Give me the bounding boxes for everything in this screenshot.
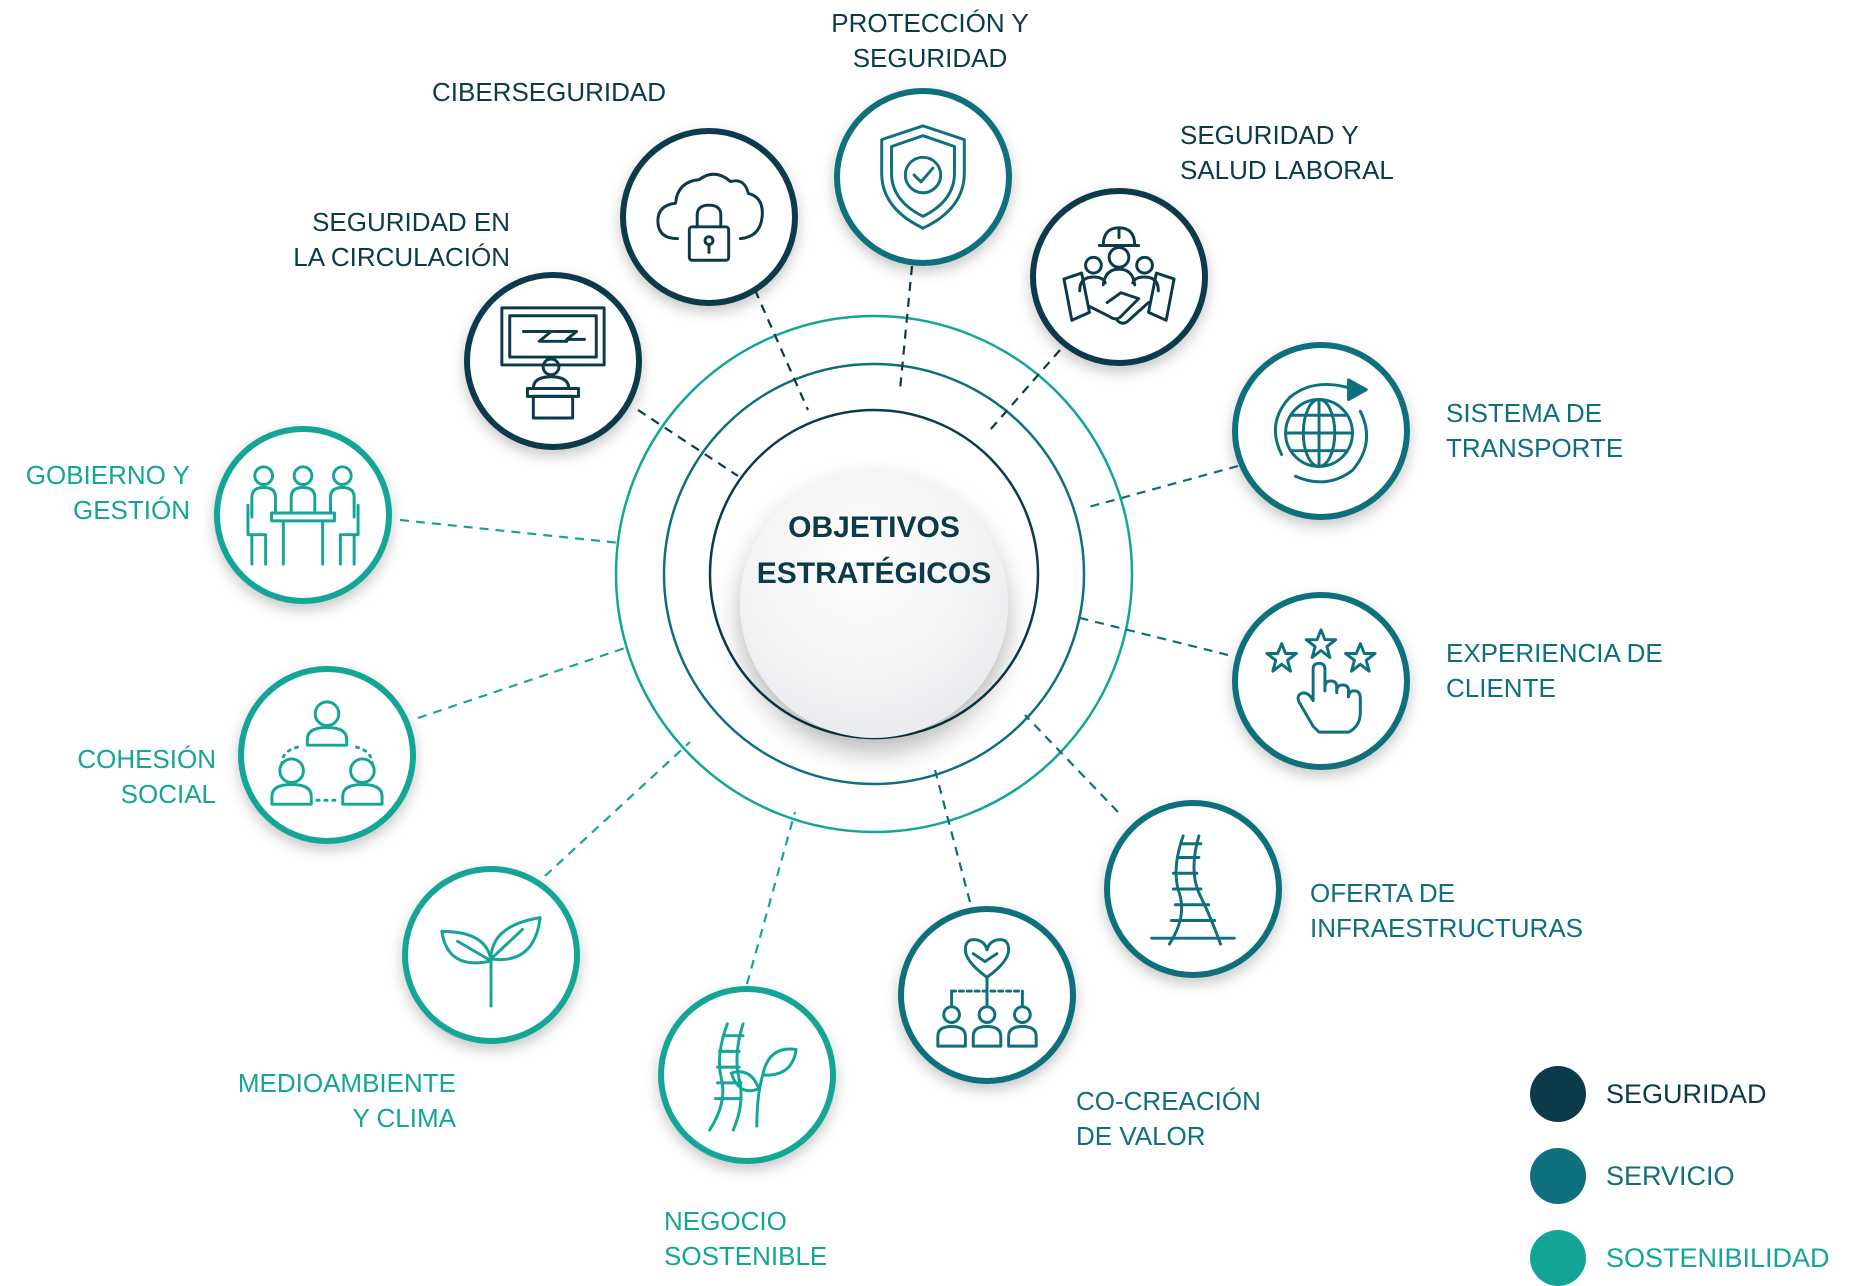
podium-screen-icon xyxy=(500,306,606,420)
outer-ring xyxy=(614,314,1134,834)
label-medioambiente-clima: MEDIOAMBIENTE Y CLIMA xyxy=(237,1068,456,1133)
label-co-creacion-valor: CO-CREACIÓN DE VALOR xyxy=(1076,1086,1261,1151)
legend-item-sostenibilidad: SOSTENIBILIDAD xyxy=(1530,1230,1830,1286)
cloud-lock-icon xyxy=(656,172,764,262)
shield-check-icon xyxy=(880,124,966,230)
globe-refresh-icon xyxy=(1273,378,1369,484)
meeting-table-icon xyxy=(246,465,360,566)
label-sistema-transporte: SISTEMA DE TRANSPORTE xyxy=(1446,398,1624,463)
node-co-creacion-valor xyxy=(898,906,1076,1084)
connector-co-creacion xyxy=(933,769,972,903)
center-title: OBJETIVOS ESTRATÉGICOS xyxy=(740,505,1008,597)
node-negocio-sostenible xyxy=(658,986,836,1164)
legend-swatch-seguridad xyxy=(1530,1066,1586,1122)
rail-leaves-icon xyxy=(708,1022,798,1132)
connector-experiencia xyxy=(1079,616,1229,657)
node-cohesion-social xyxy=(238,666,416,844)
connector-cohesion xyxy=(417,646,626,720)
connector-seguridad-circulacion xyxy=(637,409,739,477)
node-gobierno-gestion xyxy=(214,426,392,604)
railway-track-icon xyxy=(1150,834,1236,946)
node-sistema-transporte xyxy=(1232,342,1410,520)
label-seguridad-salud-laboral: SEGURIDAD Y SALUD LABORAL xyxy=(1180,120,1394,185)
connector-transporte xyxy=(1084,464,1239,510)
connector-ciberseguridad xyxy=(753,289,810,411)
label-seguridad-circulacion: SEGURIDAD EN LA CIRCULACIÓN xyxy=(293,207,510,272)
connector-gobierno xyxy=(399,518,621,545)
stars-hand-icon xyxy=(1265,628,1377,734)
people-network-icon xyxy=(270,700,384,806)
legend-item-servicio: SERVICIO xyxy=(1530,1148,1735,1204)
connector-medioambiente xyxy=(544,741,691,877)
connector-proteccion xyxy=(898,265,914,391)
center-title-line-1: OBJETIVOS xyxy=(788,511,960,544)
legend-label-sostenibilidad: SOSTENIBILIDAD xyxy=(1606,1242,1830,1273)
label-gobierno-gestion: GOBIERNO Y GESTIÓN xyxy=(25,460,190,525)
workers-handshake-icon xyxy=(1062,226,1176,325)
node-ciberseguridad xyxy=(620,128,798,306)
center-disc xyxy=(740,470,1008,738)
legend-label-servicio: SERVICIO xyxy=(1606,1160,1735,1191)
label-proteccion-seguridad: PROTECCIÓN Y SEGURIDAD xyxy=(831,8,1029,73)
legend-label-seguridad: SEGURIDAD xyxy=(1606,1078,1767,1109)
node-experiencia-cliente xyxy=(1232,592,1410,770)
heart-handshake-team-icon xyxy=(936,938,1038,1048)
node-seguridad-salud-laboral xyxy=(1030,188,1208,366)
label-experiencia-cliente: EXPERIENCIA DE CLIENTE xyxy=(1446,638,1663,703)
legend-swatch-sostenibilidad xyxy=(1530,1230,1586,1286)
center-title-line-2: ESTRATÉGICOS xyxy=(756,557,992,590)
inner-ring xyxy=(708,408,1040,740)
connector-salud-laboral xyxy=(989,349,1061,431)
label-negocio-sostenible: NEGOCIO SOSTENIBLE xyxy=(664,1206,828,1271)
sprout-icon xyxy=(440,916,542,1008)
connector-infraestructuras xyxy=(1024,714,1119,813)
label-oferta-infraestructuras: OFERTA DE INFRAESTRUCTURAS xyxy=(1310,878,1584,943)
label-cohesion-social: COHESIÓN SOCIAL xyxy=(77,744,216,809)
middle-ring xyxy=(662,362,1086,786)
node-proteccion-seguridad xyxy=(834,88,1012,266)
legend-swatch-servicio xyxy=(1530,1148,1586,1204)
node-medioambiente-clima xyxy=(402,866,580,1044)
connector-negocio xyxy=(745,811,797,985)
node-oferta-infraestructuras xyxy=(1104,800,1282,978)
node-seguridad-circulacion xyxy=(464,272,642,450)
label-ciberseguridad: CIBERSEGURIDAD xyxy=(432,77,667,107)
legend-item-seguridad: SEGURIDAD xyxy=(1530,1066,1767,1122)
